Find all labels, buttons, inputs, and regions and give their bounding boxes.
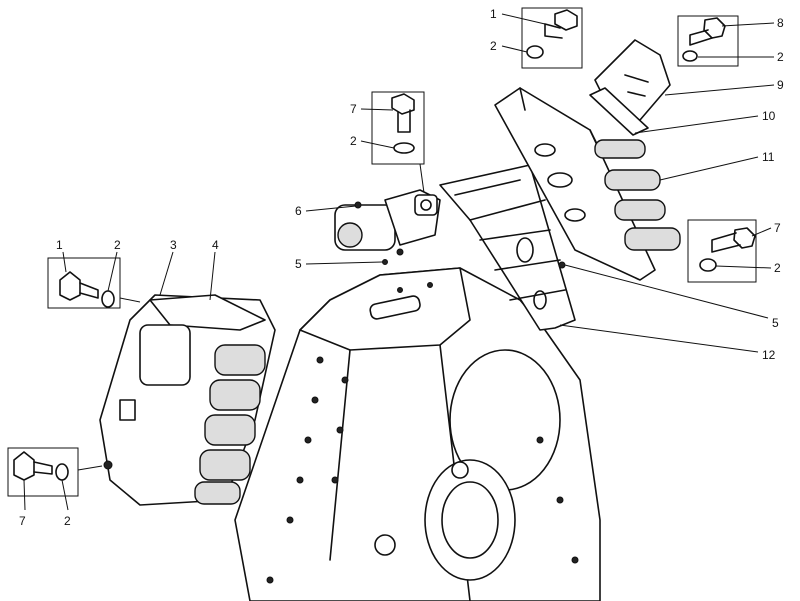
right-bolt-box-8: [677, 15, 739, 67]
transmission-housing: [234, 267, 601, 601]
label-12: 12: [762, 348, 776, 362]
housing-bolt-holes: [266, 282, 579, 584]
leader-lines: [23, 13, 775, 511]
label-2: 2: [64, 514, 71, 528]
right-cover: [589, 39, 671, 136]
part-labels: 1 2 8 2 9 10 11 7 2 5 12 7 2 6 5 1 2 3 4…: [19, 7, 784, 528]
label-10: 10: [762, 109, 776, 123]
label-1: 1: [56, 238, 63, 252]
label-9: 9: [777, 78, 784, 92]
label-1: 1: [490, 7, 497, 21]
center-bolt-box: [371, 91, 426, 201]
label-11: 11: [762, 150, 775, 164]
label-2: 2: [774, 261, 781, 275]
label-7: 7: [774, 221, 781, 235]
label-2: 2: [350, 134, 357, 148]
label-5: 5: [772, 316, 779, 330]
left-bolt-box: [47, 257, 141, 309]
label-5: 5: [295, 257, 302, 271]
label-7: 7: [19, 514, 26, 528]
left-valve-block: [99, 294, 276, 506]
solenoids: [194, 344, 266, 505]
top-right-bolt-box: [521, 7, 583, 69]
bottom-left-bolt-box: [7, 447, 103, 497]
label-6: 6: [295, 204, 302, 218]
label-2: 2: [777, 50, 784, 64]
label-2: 2: [114, 238, 121, 252]
label-3: 3: [170, 238, 177, 252]
label-4: 4: [212, 238, 219, 252]
center-solenoid-valve: [334, 189, 441, 265]
right-bolt-box-7: [687, 219, 757, 283]
label-8: 8: [777, 16, 784, 30]
label-7: 7: [350, 102, 357, 116]
label-2: 2: [490, 39, 497, 53]
